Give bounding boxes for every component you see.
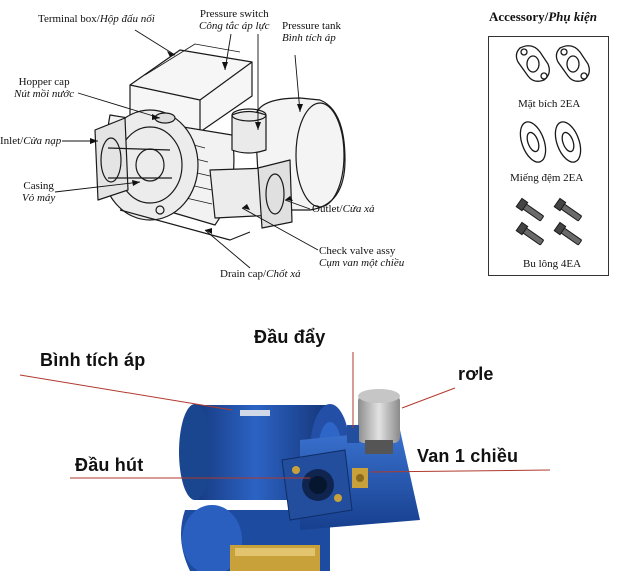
- photo-label-dau-hut: Đầu hút: [75, 455, 144, 475]
- photo-label-binh-tich-ap: Bình tích áp: [40, 350, 146, 370]
- photo-label-role: rơle: [458, 364, 494, 384]
- label-hopper-cap: Hopper cap Nút mồi nước: [14, 76, 75, 100]
- label-drain-cap: Drain cap/Chốt xả: [220, 268, 301, 280]
- accessory-title: Accessory/Phụ kiện: [489, 9, 597, 24]
- label-inlet: Inlet/Cửa nạp: [0, 135, 62, 147]
- gasket-icons: [519, 121, 582, 163]
- accessory-item-flange: Mặt bích 2EA: [518, 98, 581, 110]
- label-casing: Casing Vỏ máy: [22, 180, 56, 204]
- flange-icons: [515, 45, 590, 82]
- photo-label-van-1-chieu: Van 1 chiều: [417, 446, 519, 466]
- photo-label-dau-day: Đầu đẩy: [254, 327, 326, 347]
- accessory-item-bolt: Bu lông 4EA: [523, 258, 582, 270]
- label-pressure-tank: Pressure tank Bình tích áp: [282, 20, 341, 44]
- label-check-valve: Check valve assy Cụm van một chiều: [319, 245, 405, 269]
- label-outlet: Outlet/Cửa xả: [312, 203, 375, 215]
- accessory-item-gasket: Miếng đệm 2EA: [510, 172, 584, 184]
- label-terminal-box: Terminal box/Hộp đấu nối: [38, 13, 155, 25]
- accessory-box: [488, 36, 609, 276]
- label-pressure-switch: Pressure switch Công tắc áp lực: [199, 8, 270, 32]
- pump-photo: [179, 389, 420, 571]
- bolt-icons: [515, 197, 582, 246]
